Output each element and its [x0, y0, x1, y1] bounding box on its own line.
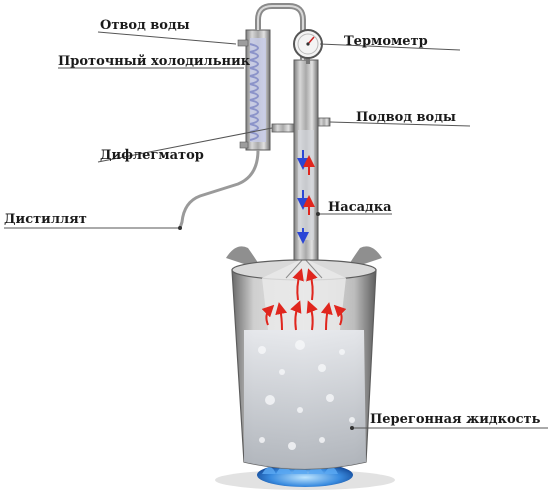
- liquid-bubbles: [258, 340, 355, 450]
- packing-column: [293, 59, 319, 261]
- vapor-arrows-tank: [261, 268, 347, 331]
- distillate-hose: [178, 149, 260, 229]
- reflux-arrows: [297, 150, 315, 244]
- label-dephlegmator: Дифлегматор: [100, 148, 204, 163]
- label-water-in: Подвод воды: [356, 110, 456, 125]
- label-flow-condenser: Проточный холодильник: [58, 54, 251, 69]
- label-distillate: Дистиллят: [4, 212, 87, 227]
- label-water-out: Отвод воды: [100, 18, 190, 33]
- label-packing-column: Насадка: [328, 200, 392, 215]
- label-thermometer: Термометр: [344, 34, 428, 49]
- label-still-liquid: Перегонная жидкость: [370, 412, 541, 427]
- leader-lines: [4, 31, 548, 429]
- thermometer-gauge-icon: [293, 29, 323, 64]
- boiler-tank: [226, 246, 382, 470]
- leader-dots: [178, 212, 354, 430]
- flow-condenser: [237, 29, 271, 151]
- vapor-bend-highlight: [257, 5, 304, 60]
